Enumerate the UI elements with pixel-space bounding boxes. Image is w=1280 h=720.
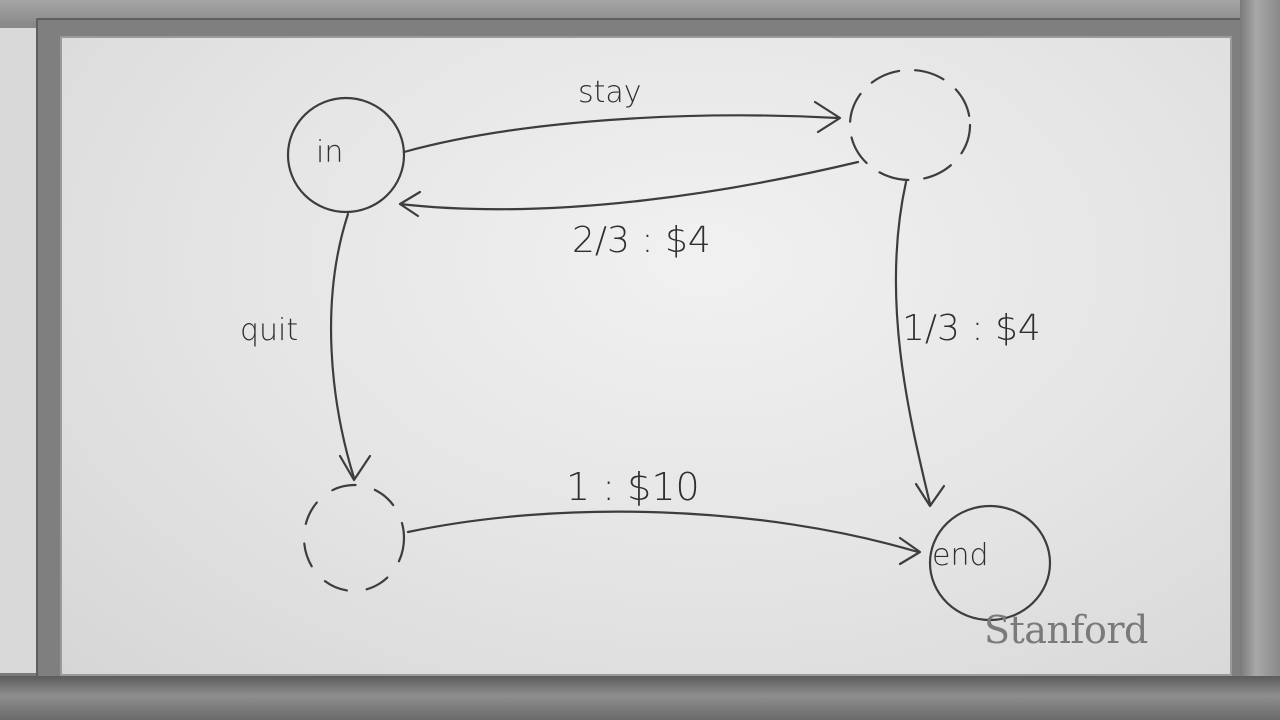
edge-bottom-to-end: 1 : $10 xyxy=(406,465,922,566)
edge-return-line xyxy=(398,160,860,211)
marker-tray xyxy=(0,676,1280,720)
edge-bottom-to-end-arrowhead xyxy=(898,536,922,566)
right-post xyxy=(1240,0,1280,720)
edge-stay-arrowhead xyxy=(813,100,842,134)
edge-bottom-to-end-line xyxy=(406,510,920,554)
edge-top-to-end-arrowhead xyxy=(914,482,946,508)
edge-stay-line xyxy=(402,114,840,154)
node-in-circle xyxy=(286,96,406,214)
edge-stay: stay xyxy=(402,75,842,154)
node-chance-top xyxy=(848,68,972,182)
node-chance-bottom-circle xyxy=(302,483,406,593)
node-in-label: in xyxy=(316,135,343,170)
edge-quit-label: quit xyxy=(240,313,298,348)
node-end-circle xyxy=(928,504,1052,622)
stanford-watermark: Stanford xyxy=(984,608,1148,652)
edge-quit-line xyxy=(329,212,356,480)
edge-stay-label: stay xyxy=(578,75,642,110)
edge-quit-arrowhead xyxy=(338,454,372,482)
edge-return-label: 2/3 : $4 xyxy=(572,220,711,261)
edge-return: 2/3 : $4 xyxy=(398,160,860,261)
edge-quit: quit xyxy=(240,212,372,482)
edge-top-to-end-label: 1/3 : $4 xyxy=(902,308,1041,349)
node-chance-top-circle xyxy=(848,68,972,182)
edge-return-arrowhead xyxy=(398,190,422,218)
edge-bottom-to-end-label: 1 : $10 xyxy=(566,465,700,509)
node-in: in xyxy=(286,96,406,214)
whiteboard xyxy=(60,36,1232,676)
node-end-label: end xyxy=(932,538,989,573)
board-top-strip xyxy=(0,0,1280,22)
edge-top-to-end-line xyxy=(894,180,932,506)
node-end: end xyxy=(928,504,1052,622)
edge-top-to-end: 1/3 : $4 xyxy=(894,180,1041,508)
node-chance-bottom xyxy=(302,483,406,593)
